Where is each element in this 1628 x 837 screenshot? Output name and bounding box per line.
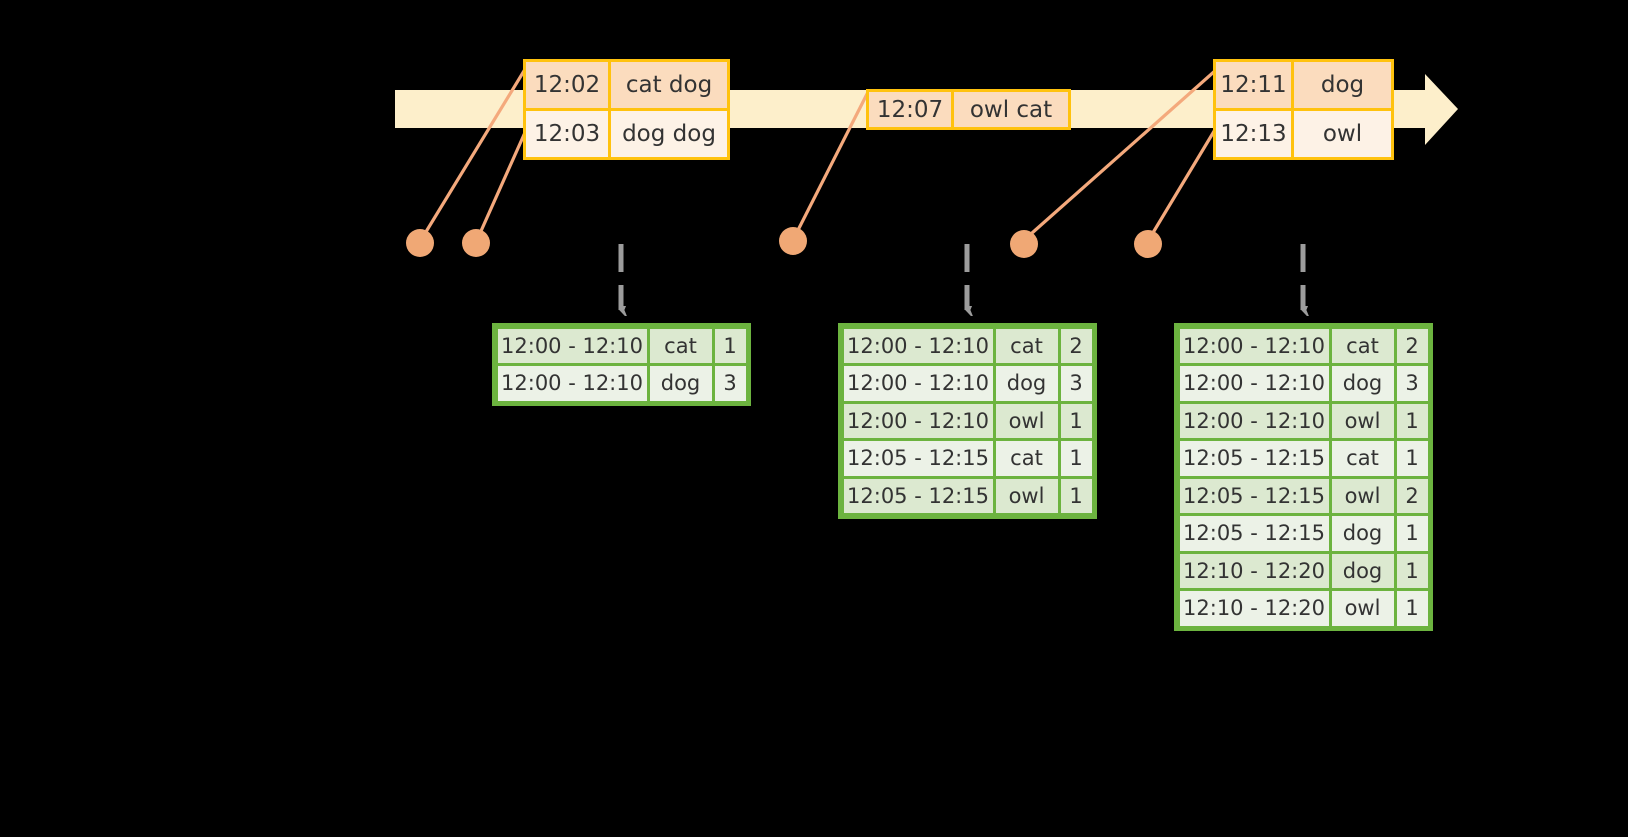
connector-dot-5 — [1134, 230, 1162, 258]
cell-count: 3 — [714, 366, 746, 401]
cell-window: 12:00 - 12:10 — [497, 366, 647, 401]
event-row[interactable]: 12:13 owl — [1216, 108, 1391, 157]
cell-count: 2 — [1396, 328, 1428, 363]
cell-window: 12:00 - 12:10 — [1179, 328, 1329, 363]
cell-key: cat — [995, 441, 1058, 476]
cell-count: 1 — [1396, 441, 1428, 476]
event-payload: owl cat — [954, 92, 1068, 127]
cell-key: cat — [649, 328, 712, 363]
event-box-2[interactable]: 12:07 owl cat — [866, 89, 1071, 130]
cell-key: owl — [1331, 591, 1394, 626]
cell-count: 2 — [1060, 328, 1092, 363]
event-payload: dog dog — [611, 111, 727, 157]
table-row[interactable]: 12:00 - 12:10 dog 3 — [496, 365, 747, 403]
event-box-3[interactable]: 12:11 dog 12:13 owl — [1213, 59, 1394, 160]
cell-count: 1 — [1060, 441, 1092, 476]
cell-count: 1 — [1396, 591, 1428, 626]
cell-window: 12:10 - 12:20 — [1179, 553, 1329, 588]
cell-key: dog — [995, 366, 1058, 401]
table-row[interactable]: 12:10 - 12:20 dog 1 — [1178, 552, 1429, 590]
connector-dot-4 — [1010, 230, 1038, 258]
result-table-2[interactable]: 12:00 - 12:10 cat 2 12:00 - 12:10 dog 3 … — [838, 323, 1097, 519]
table-row[interactable]: 12:00 - 12:10 owl 1 — [1178, 402, 1429, 440]
event-time: 12:13 — [1216, 111, 1294, 157]
cell-window: 12:00 - 12:10 — [843, 403, 993, 438]
table-row[interactable]: 12:05 - 12:15 dog 1 — [1178, 515, 1429, 553]
cell-count: 1 — [714, 328, 746, 363]
cell-key: dog — [649, 366, 712, 401]
cell-count: 1 — [1060, 478, 1092, 513]
cell-key: owl — [995, 478, 1058, 513]
cell-key: cat — [1331, 441, 1394, 476]
event-time: 12:03 — [526, 111, 611, 157]
cell-key: owl — [1331, 478, 1394, 513]
cell-count: 1 — [1396, 403, 1428, 438]
event-time: 12:11 — [1216, 62, 1294, 108]
connector-line-2 — [475, 127, 529, 241]
cell-key: owl — [1331, 403, 1394, 438]
cell-window: 12:00 - 12:10 — [843, 366, 993, 401]
cell-window: 12:05 - 12:15 — [1179, 516, 1329, 551]
cell-window: 12:10 - 12:20 — [1179, 591, 1329, 626]
connector-dot-1 — [406, 229, 434, 257]
connector-dot-2 — [462, 229, 490, 257]
cell-count: 2 — [1396, 478, 1428, 513]
table-row[interactable]: 12:10 - 12:20 owl 1 — [1178, 590, 1429, 628]
connector-dots — [406, 227, 1162, 258]
cell-count: 3 — [1396, 366, 1428, 401]
cell-key: cat — [1331, 328, 1394, 363]
cell-key: dog — [1331, 553, 1394, 588]
cell-window: 12:05 - 12:15 — [843, 441, 993, 476]
cell-key: dog — [1331, 366, 1394, 401]
cell-window: 12:00 - 12:10 — [1179, 403, 1329, 438]
cell-key: cat — [995, 328, 1058, 363]
cell-window: 12:00 - 12:10 — [843, 328, 993, 363]
cell-window: 12:05 - 12:15 — [843, 478, 993, 513]
table-row[interactable]: 12:00 - 12:10 owl 1 — [842, 402, 1093, 440]
table-row[interactable]: 12:00 - 12:10 dog 3 — [842, 365, 1093, 403]
connector-dot-3 — [779, 227, 807, 255]
cell-key: owl — [995, 403, 1058, 438]
event-time: 12:07 — [869, 92, 954, 127]
cell-count: 1 — [1396, 553, 1428, 588]
event-payload: dog — [1294, 62, 1391, 108]
cell-window: 12:00 - 12:10 — [497, 328, 647, 363]
cell-window: 12:05 - 12:15 — [1179, 478, 1329, 513]
cell-count: 1 — [1060, 403, 1092, 438]
table-row[interactable]: 12:00 - 12:10 dog 3 — [1178, 365, 1429, 403]
table-row[interactable]: 12:00 - 12:10 cat 2 — [842, 327, 1093, 365]
event-row[interactable]: 12:02 cat dog — [526, 62, 727, 108]
connector-line-3 — [791, 91, 870, 241]
event-payload: cat dog — [611, 62, 727, 108]
cell-count: 3 — [1060, 366, 1092, 401]
table-row[interactable]: 12:05 - 12:15 owl 2 — [1178, 477, 1429, 515]
table-row[interactable]: 12:05 - 12:15 cat 1 — [842, 440, 1093, 478]
cell-count: 1 — [1396, 516, 1428, 551]
cell-key: dog — [1331, 516, 1394, 551]
cell-window: 12:05 - 12:15 — [1179, 441, 1329, 476]
event-box-1[interactable]: 12:02 cat dog 12:03 dog dog — [523, 59, 730, 160]
table-row[interactable]: 12:05 - 12:15 cat 1 — [1178, 440, 1429, 478]
result-table-1[interactable]: 12:00 - 12:10 cat 1 12:00 - 12:10 dog 3 — [492, 323, 751, 406]
event-row[interactable]: 12:11 dog — [1216, 62, 1391, 108]
table-row[interactable]: 12:00 - 12:10 cat 2 — [1178, 327, 1429, 365]
connector-line-5 — [1146, 127, 1218, 242]
event-row[interactable]: 12:07 owl cat — [869, 92, 1068, 127]
event-payload: owl — [1294, 111, 1391, 157]
cell-window: 12:00 - 12:10 — [1179, 366, 1329, 401]
emit-arrows — [618, 244, 1303, 310]
table-row[interactable]: 12:05 - 12:15 owl 1 — [842, 477, 1093, 515]
table-row[interactable]: 12:00 - 12:10 cat 1 — [496, 327, 747, 365]
event-row[interactable]: 12:03 dog dog — [526, 108, 727, 157]
connector-line-1 — [419, 65, 529, 241]
result-table-3[interactable]: 12:00 - 12:10 cat 2 12:00 - 12:10 dog 3 … — [1174, 323, 1433, 631]
timeline-arrowhead — [1425, 74, 1458, 145]
event-time: 12:02 — [526, 62, 611, 108]
